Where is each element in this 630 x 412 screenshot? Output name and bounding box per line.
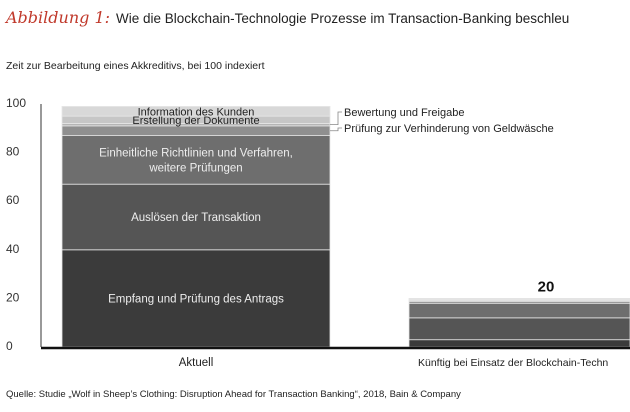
bar-segment bbox=[61, 249, 331, 348]
total-label: 20 bbox=[538, 278, 555, 295]
x-tick-label: Aktuell bbox=[179, 357, 214, 369]
figure-label: Abbildung 1: bbox=[6, 8, 111, 27]
segment-label: Information des Kunden bbox=[138, 106, 255, 118]
segment-label: weitere Prüfungen bbox=[148, 162, 242, 174]
y-tick-label: 40 bbox=[6, 242, 20, 256]
y-tick-label: 60 bbox=[6, 193, 20, 207]
chart-title: Abbildung 1: Wie die Blockchain-Technolog… bbox=[6, 8, 569, 27]
segment-label: Empfang und Prüfung des Antrags bbox=[108, 293, 284, 305]
segment-label: Einheitliche Richtlinien und Verfahren, bbox=[99, 147, 293, 159]
bar-segment bbox=[61, 183, 331, 251]
source-note: Quelle: Studie „Wolf in Sheep’s Clothing… bbox=[6, 389, 461, 400]
bar-segment bbox=[408, 317, 630, 341]
bar-segment bbox=[61, 125, 331, 136]
bar-segment bbox=[408, 339, 630, 348]
title-text: Wie die Blockchain-Technologie Prozesse … bbox=[116, 11, 570, 26]
bar-segment bbox=[408, 302, 630, 319]
y-tick-label: 80 bbox=[6, 145, 20, 159]
bar-segment bbox=[61, 106, 331, 117]
bar-segment bbox=[408, 297, 630, 300]
leader-line bbox=[330, 127, 342, 132]
bar-segment bbox=[61, 135, 331, 185]
chart-subtitle: Zeit zur Bearbeitung eines Akkreditivs, … bbox=[6, 60, 265, 72]
segment-label: Prüfung zur Verhinderung von Geldwäsche bbox=[344, 123, 554, 135]
y-tick-label: 20 bbox=[6, 290, 20, 304]
y-tick-label: 0 bbox=[6, 339, 13, 353]
segment-label: Bewertung und Freigabe bbox=[344, 107, 464, 119]
y-tick-label: 100 bbox=[6, 96, 26, 110]
x-tick-label: Künftig bei Einsatz der Blockchain-Techn bbox=[418, 357, 608, 369]
segment-label: Auslösen der Transaktion bbox=[131, 212, 261, 224]
leader-line bbox=[330, 111, 342, 126]
segment-label: Erstellung der Dokumente bbox=[132, 115, 259, 127]
